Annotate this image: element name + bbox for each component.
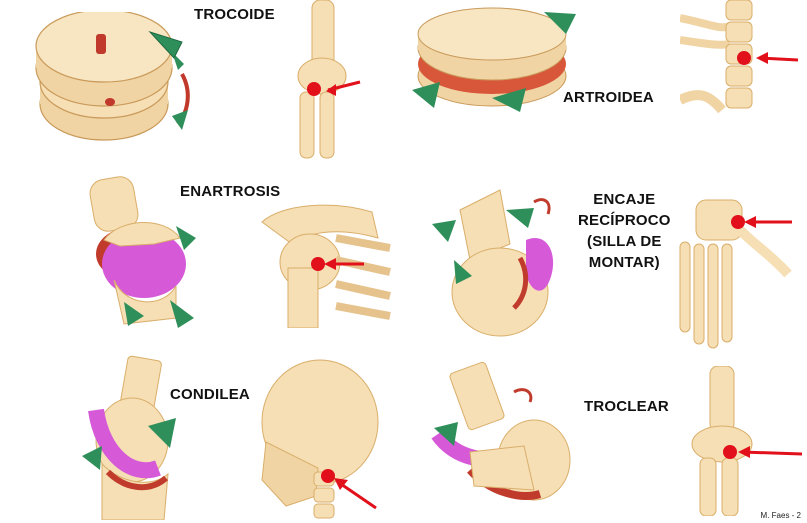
condilea-marker-dot xyxy=(321,469,335,483)
label-encaje-reciproco: ENCAJE RECÍPROCO (SILLA DE MONTAR) xyxy=(578,189,671,273)
label-encaje-line4: MONTAR) xyxy=(578,252,671,273)
credit-text: M. Faes - 2 xyxy=(761,511,801,520)
condilea-skull-illustration xyxy=(256,356,386,522)
encaje-hand-illustration xyxy=(676,190,796,350)
trocoide-marker-dot xyxy=(307,82,321,96)
label-troclear: TROCLEAR xyxy=(584,396,669,417)
label-trocoide: TROCOIDE xyxy=(194,4,275,25)
encaje-marker-dot xyxy=(731,215,745,229)
label-encaje-line3: (SILLA DE xyxy=(578,231,671,252)
enartrosis-shoulder-illustration xyxy=(252,198,392,328)
trocoide-forearm-illustration xyxy=(278,0,368,160)
enartrosis-model xyxy=(84,168,204,338)
troclear-marker-dot xyxy=(723,445,737,459)
condilea-model xyxy=(82,354,202,520)
troclear-model xyxy=(430,360,580,520)
trocoide-model xyxy=(32,12,202,152)
enartrosis-marker-dot xyxy=(311,257,325,271)
artroidea-spine-illustration xyxy=(680,0,800,120)
artroidea-marker-dot xyxy=(737,51,751,65)
encaje-reciproco-model xyxy=(430,180,570,340)
artroidea-model xyxy=(406,4,586,116)
label-encaje-line1: ENCAJE xyxy=(578,189,671,210)
label-encaje-line2: RECÍPROCO xyxy=(578,210,671,231)
troclear-elbow-illustration xyxy=(690,366,807,516)
